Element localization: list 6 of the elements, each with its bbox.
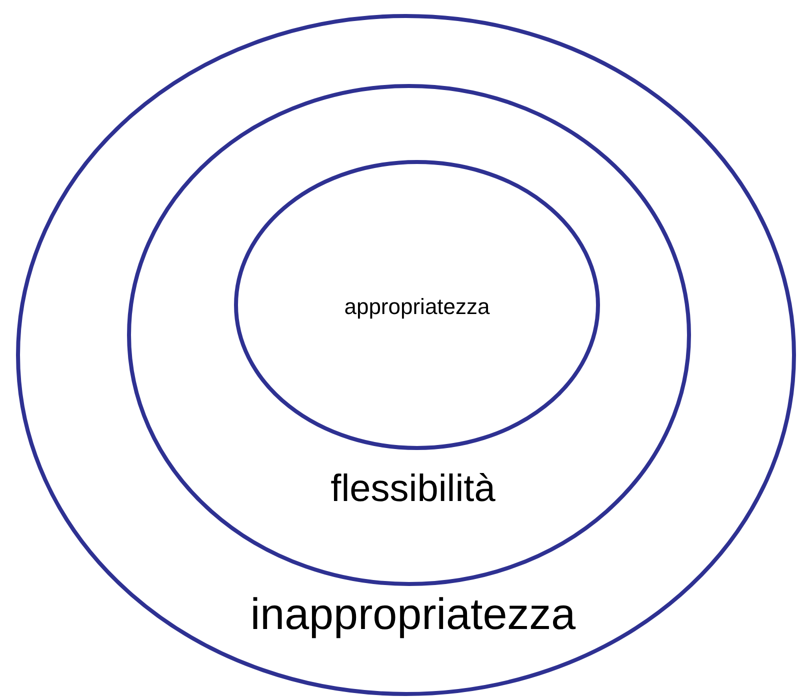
ring-label: flessibilità — [330, 469, 496, 511]
ellipse-ring — [127, 84, 691, 586]
ellipse-ring — [16, 14, 796, 696]
ring-label: appropriatezza — [344, 294, 490, 320]
ring-label: inappropriatezza — [250, 590, 576, 640]
ellipse-ring — [234, 160, 600, 450]
